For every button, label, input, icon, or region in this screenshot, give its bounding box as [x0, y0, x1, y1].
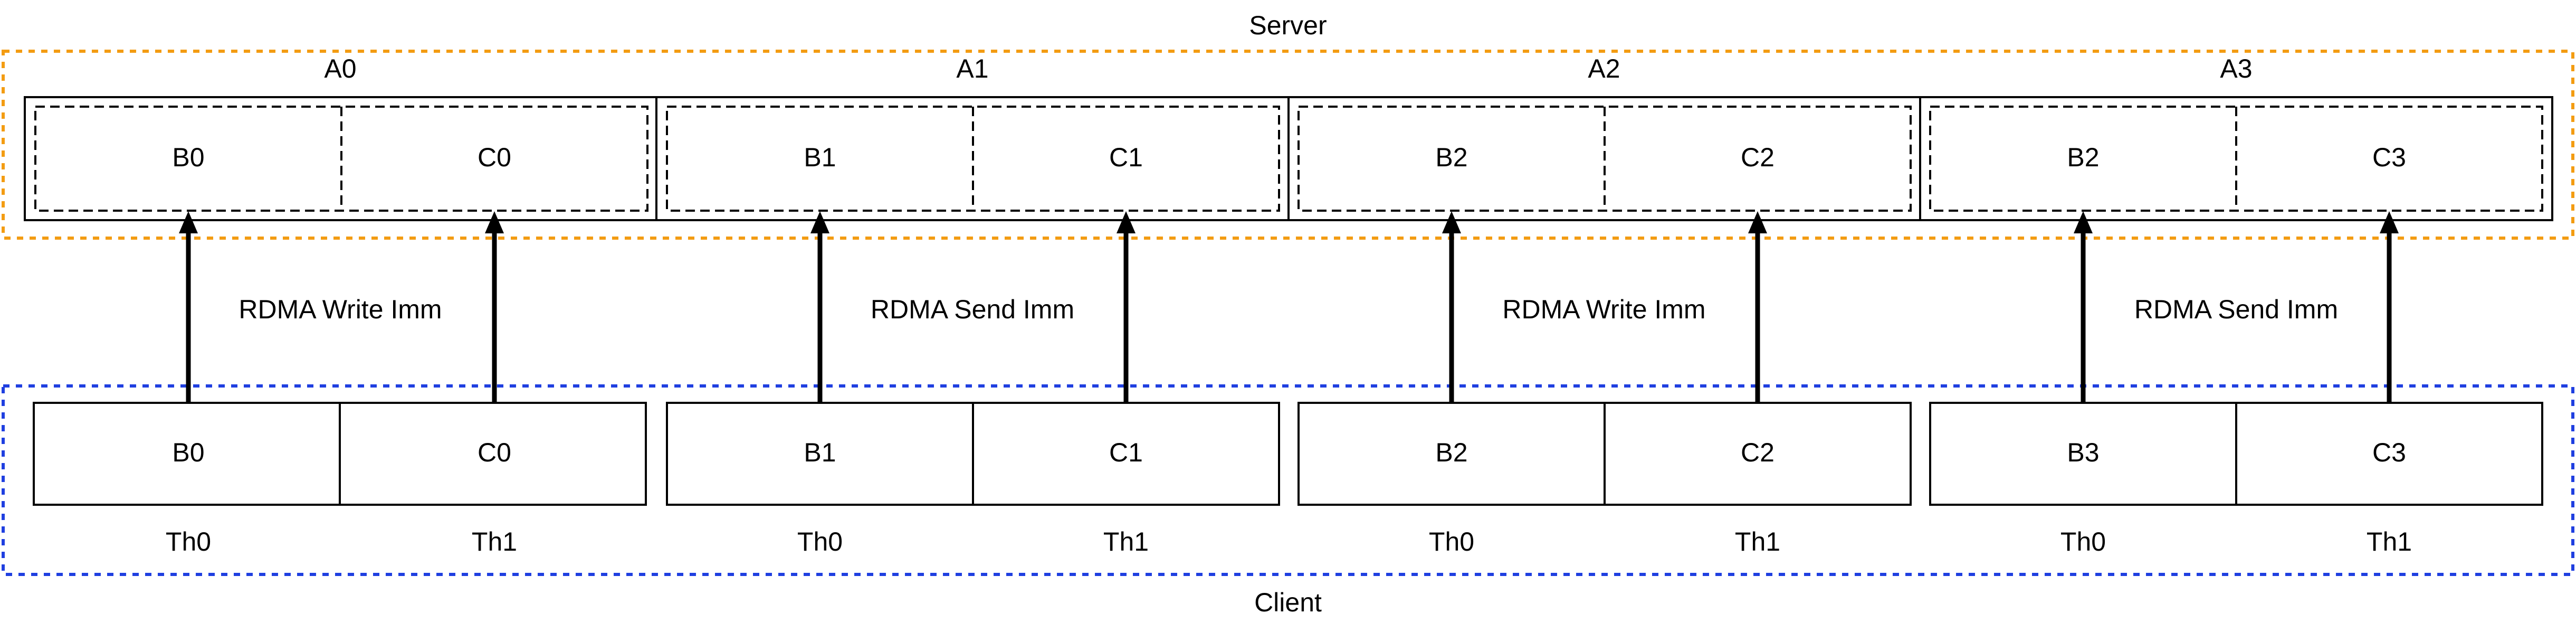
server-group-label: A1	[956, 54, 988, 83]
client-cell: B2	[1435, 438, 1467, 467]
arrowhead-icon	[2380, 211, 2399, 233]
client-cell: B3	[2067, 438, 2099, 467]
client-cell: B0	[172, 438, 204, 467]
operation-label: RDMA Send Imm	[871, 295, 1074, 324]
server-cell: B0	[172, 143, 204, 172]
server-cell: B2	[2067, 143, 2099, 172]
arrowhead-icon	[1117, 211, 1136, 233]
operation-label: RDMA Write Imm	[238, 295, 442, 324]
server-region	[2, 50, 2574, 240]
server-group-label: A3	[2220, 54, 2252, 83]
thread-label: Th0	[166, 527, 211, 556]
client-label: Client	[1254, 588, 1322, 617]
arrowhead-icon	[179, 211, 198, 233]
thread-label: Th0	[797, 527, 843, 556]
client-region	[2, 384, 2574, 576]
arrowhead-icon	[2074, 211, 2093, 233]
server-cell: B1	[804, 143, 836, 172]
arrowhead-icon	[1442, 211, 1461, 233]
thread-label: Th1	[472, 527, 517, 556]
operation-label: RDMA Send Imm	[2134, 295, 2338, 324]
server-cell: B2	[1435, 143, 1467, 172]
client-cell: B1	[804, 438, 836, 467]
client-cell: C2	[1741, 438, 1774, 467]
server-cell: C1	[1109, 143, 1143, 172]
thread-label: Th1	[1103, 527, 1149, 556]
arrowhead-icon	[810, 211, 829, 233]
client-cell: C3	[2372, 438, 2406, 467]
server-label: Server	[1249, 11, 1327, 40]
server-group-label: A0	[324, 54, 356, 83]
thread-label: Th1	[1735, 527, 1780, 556]
thread-label: Th0	[1429, 527, 1474, 556]
server-cell: C3	[2372, 143, 2406, 172]
thread-label: Th0	[2060, 527, 2106, 556]
arrowhead-icon	[1748, 211, 1767, 233]
thread-label: Th1	[2367, 527, 2412, 556]
server-group-label: A2	[1588, 54, 1620, 83]
server-cell: C0	[478, 143, 511, 172]
arrowhead-icon	[485, 211, 504, 233]
client-cell: C0	[478, 438, 511, 467]
client-cell: C1	[1109, 438, 1143, 467]
server-cell: C2	[1741, 143, 1774, 172]
operation-label: RDMA Write Imm	[1502, 295, 1705, 324]
